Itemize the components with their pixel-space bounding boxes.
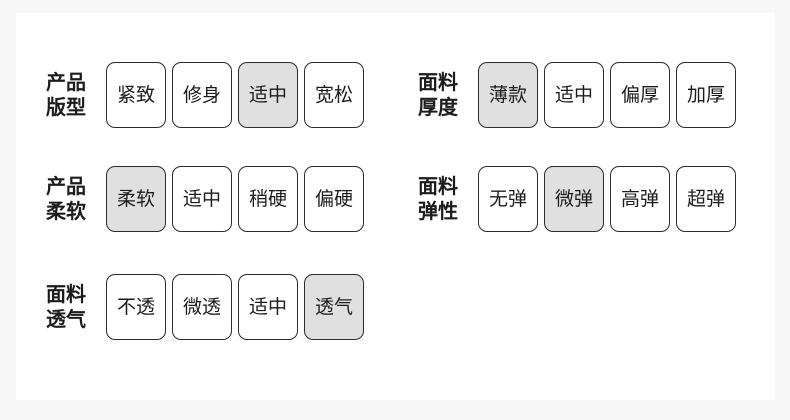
attribute-group-fabric-elasticity: 面料弹性无弹微弹高弹超弹 <box>418 166 736 232</box>
option-product-fit-0[interactable]: 紧致 <box>106 62 166 128</box>
group-label-product-fit: 产品版型 <box>46 70 96 120</box>
option-list-fabric-breathability: 不透微透适中透气 <box>106 274 364 340</box>
group-label-fabric-elasticity: 面料弹性 <box>418 174 468 224</box>
option-product-softness-2[interactable]: 稍硬 <box>238 166 298 232</box>
group-label-line-2: 版型 <box>46 95 86 119</box>
group-label-line-2: 柔软 <box>46 199 86 223</box>
option-list-fabric-thickness: 薄款适中偏厚加厚 <box>478 62 736 128</box>
option-fabric-thickness-1[interactable]: 适中 <box>544 62 604 128</box>
group-label-line-1: 面料 <box>418 174 458 198</box>
option-product-softness-0[interactable]: 柔软 <box>106 166 166 232</box>
option-fabric-thickness-2[interactable]: 偏厚 <box>610 62 670 128</box>
option-product-fit-1[interactable]: 修身 <box>172 62 232 128</box>
option-fabric-breathability-1[interactable]: 微透 <box>172 274 232 340</box>
option-product-fit-2[interactable]: 适中 <box>238 62 298 128</box>
attribute-group-fabric-breathability: 面料透气不透微透适中透气 <box>46 274 364 340</box>
attribute-group-product-fit: 产品版型紧致修身适中宽松 <box>46 62 364 128</box>
option-product-softness-1[interactable]: 适中 <box>172 166 232 232</box>
group-label-fabric-thickness: 面料厚度 <box>418 70 468 120</box>
group-label-fabric-breathability: 面料透气 <box>46 282 96 332</box>
option-product-softness-3[interactable]: 偏硬 <box>304 166 364 232</box>
attribute-card: 产品版型紧致修身适中宽松面料厚度薄款适中偏厚加厚产品柔软柔软适中稍硬偏硬面料弹性… <box>16 13 775 400</box>
attribute-group-product-softness: 产品柔软柔软适中稍硬偏硬 <box>46 166 364 232</box>
option-fabric-elasticity-3[interactable]: 超弹 <box>676 166 736 232</box>
group-label-line-2: 透气 <box>46 307 86 331</box>
group-label-line-1: 面料 <box>418 70 458 94</box>
option-list-product-softness: 柔软适中稍硬偏硬 <box>106 166 364 232</box>
option-fabric-elasticity-2[interactable]: 高弹 <box>610 166 670 232</box>
group-label-product-softness: 产品柔软 <box>46 174 96 224</box>
option-list-product-fit: 紧致修身适中宽松 <box>106 62 364 128</box>
option-fabric-elasticity-0[interactable]: 无弹 <box>478 166 538 232</box>
option-fabric-breathability-3[interactable]: 透气 <box>304 274 364 340</box>
option-fabric-breathability-2[interactable]: 适中 <box>238 274 298 340</box>
option-fabric-elasticity-1[interactable]: 微弹 <box>544 166 604 232</box>
option-fabric-thickness-0[interactable]: 薄款 <box>478 62 538 128</box>
group-label-line-2: 厚度 <box>418 95 458 119</box>
attribute-group-grid: 产品版型紧致修身适中宽松面料厚度薄款适中偏厚加厚产品柔软柔软适中稍硬偏硬面料弹性… <box>16 13 775 400</box>
option-product-fit-3[interactable]: 宽松 <box>304 62 364 128</box>
option-fabric-thickness-3[interactable]: 加厚 <box>676 62 736 128</box>
attribute-group-fabric-thickness: 面料厚度薄款适中偏厚加厚 <box>418 62 736 128</box>
group-label-line-1: 面料 <box>46 282 86 306</box>
option-fabric-breathability-0[interactable]: 不透 <box>106 274 166 340</box>
group-label-line-1: 产品 <box>46 174 86 198</box>
group-label-line-2: 弹性 <box>418 199 458 223</box>
group-label-line-1: 产品 <box>46 70 86 94</box>
option-list-fabric-elasticity: 无弹微弹高弹超弹 <box>478 166 736 232</box>
